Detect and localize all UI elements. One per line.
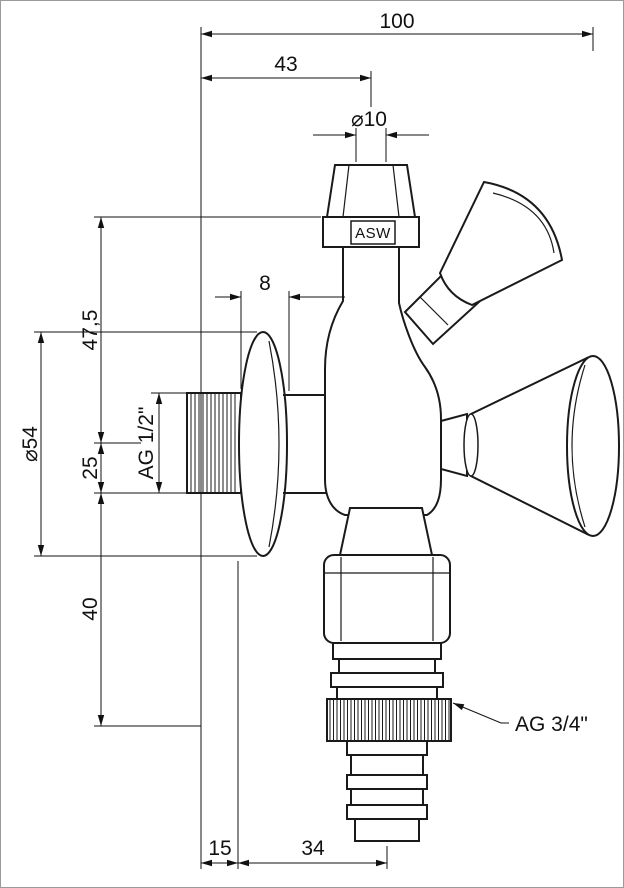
dimension-axis-to-thread: 25	[79, 442, 141, 493]
spacer-ring-4	[336, 686, 438, 700]
dim-label-ag12: AG 1/2"	[135, 407, 158, 480]
hose-barb-ridge-1	[346, 774, 428, 790]
dim-label-8: 8	[259, 272, 271, 295]
dimension-rosette-diameter: ⌀54	[19, 331, 257, 557]
dimension-rosette-depth: 8	[215, 272, 345, 391]
right-handle-hub	[463, 413, 479, 477]
dimension-top-outlet-height: 47,5	[79, 216, 321, 443]
top-compression-fitting: ASW	[322, 164, 420, 248]
dimension-wall-to-top-outlet: 43	[201, 53, 372, 107]
wall-thread-connector	[186, 392, 242, 494]
right-handle-face	[566, 355, 620, 537]
dim-label-25: 25	[79, 456, 102, 479]
thread-body	[186, 392, 242, 494]
union-nut	[323, 554, 451, 644]
rosette-ellipse	[238, 331, 288, 557]
dim-label-47-5: 47,5	[79, 310, 102, 351]
brand-label: ASW	[355, 225, 391, 242]
dim-label-100: 100	[379, 10, 414, 33]
dim-label-40: 40	[79, 597, 102, 620]
right-handle-neck	[440, 412, 468, 478]
thread-hatching	[190, 394, 236, 492]
nipple-step	[346, 740, 428, 756]
cap-nut	[325, 164, 417, 218]
right-handle	[440, 355, 620, 537]
dimension-bottom-chain: 15 34	[201, 561, 388, 869]
valve-body	[324, 246, 442, 516]
diagonal-handle-cone	[438, 180, 564, 307]
hose-barb-ridge-2	[346, 804, 428, 820]
dim-label-15: 15	[208, 837, 231, 860]
hose-barb-tip	[354, 818, 420, 842]
dimension-wall-thread: AG 1/2"	[135, 392, 187, 493]
hose-thread-callout: AG 3/4"	[452, 702, 588, 736]
brand-plate	[350, 220, 396, 245]
spacer-ring-1	[332, 642, 442, 660]
valve-drawing: ASW	[186, 164, 620, 842]
dim-label-d54: ⌀54	[19, 426, 42, 462]
dim-label-d10: ⌀10	[351, 108, 387, 131]
knurl-hatching	[329, 700, 450, 740]
upper-diagonal-handle	[403, 180, 564, 346]
dimension-top-pipe-diameter: ⌀10	[313, 108, 429, 162]
bottom-hose-connection	[323, 507, 452, 842]
dimension-overall-width: 100	[201, 10, 594, 51]
dimensions: 100 43 ⌀10 8	[19, 10, 594, 869]
dim-label-43: 43	[274, 53, 297, 76]
wall-rosette	[238, 331, 288, 557]
hose-barb-2	[350, 788, 424, 806]
label-ag34: AG 3/4"	[515, 713, 588, 736]
rosette-inner-edge	[268, 340, 280, 548]
dimension-lower-height: 40	[79, 492, 201, 727]
spacer-ring-2	[338, 658, 436, 674]
diagonal-handle-rim	[492, 192, 555, 254]
bottom-collar	[338, 507, 434, 556]
hose-barb-1	[350, 754, 424, 776]
spacer-ring-3	[330, 672, 444, 688]
dim-label-34: 34	[301, 837, 325, 860]
right-handle-rim	[571, 364, 586, 528]
